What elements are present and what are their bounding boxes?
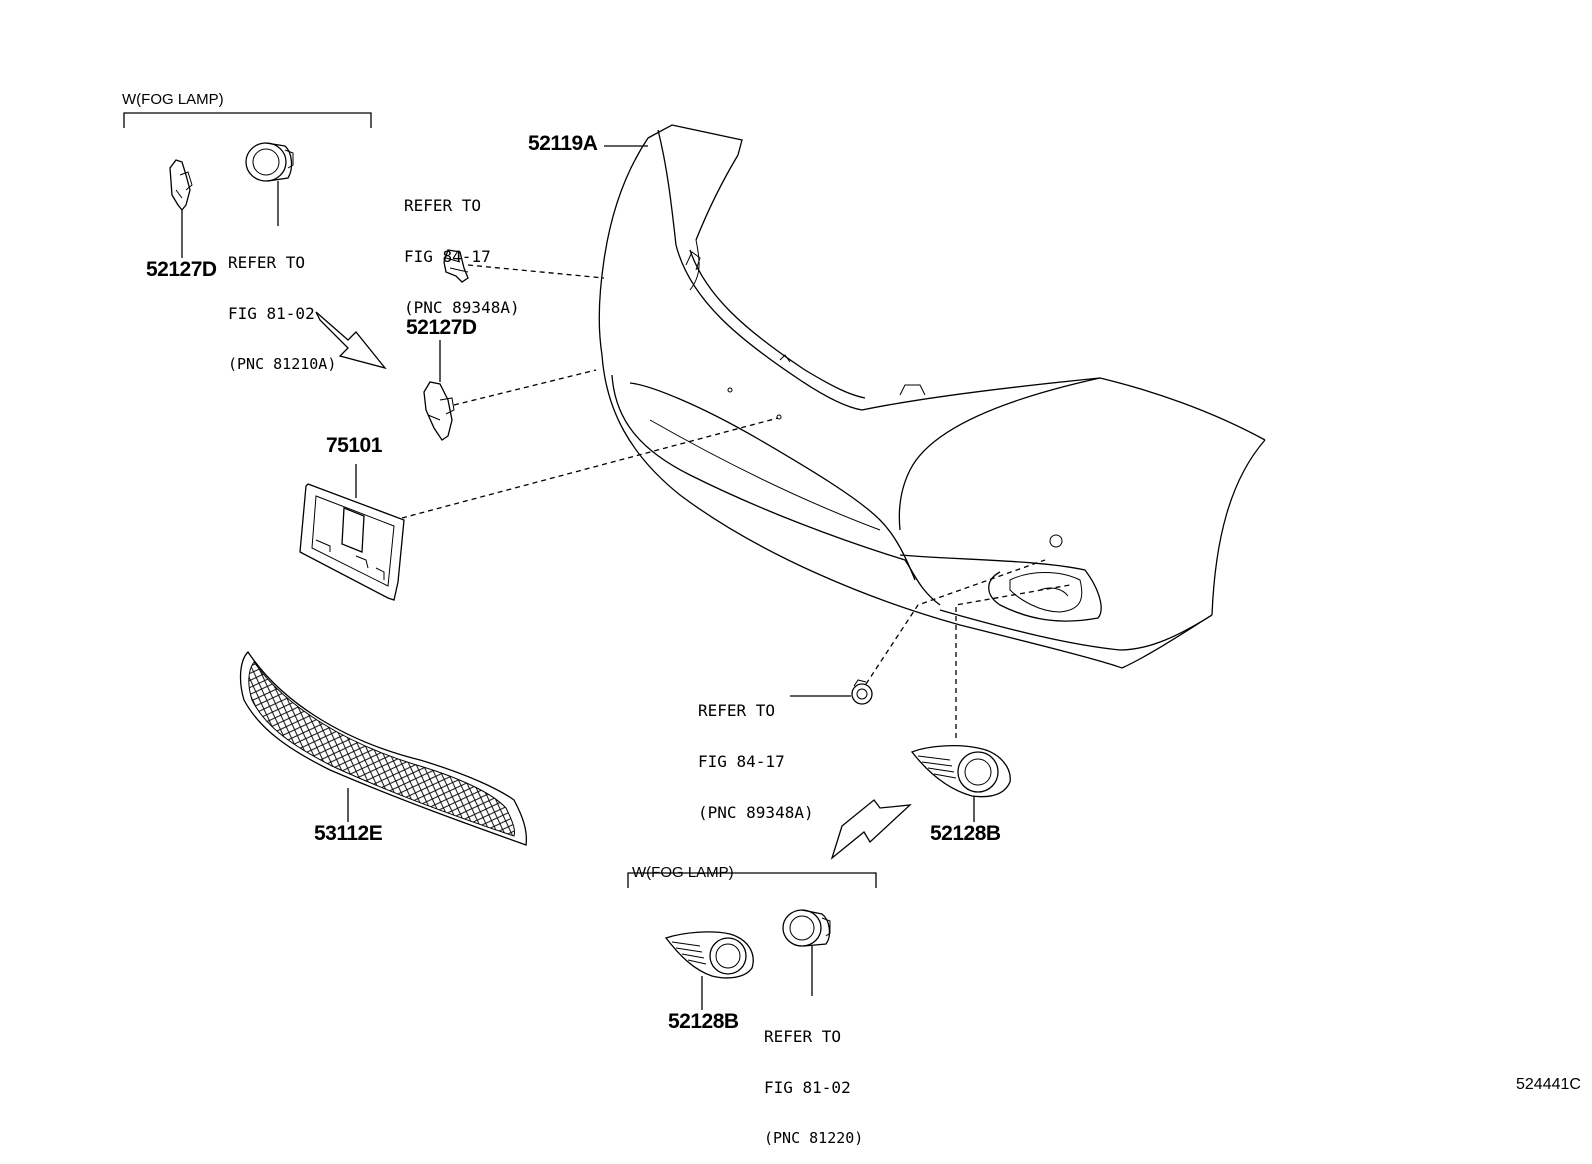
reference-line: REFER TO [764,1027,842,1046]
dash-fog-cover [955,584,1071,738]
parts-diagram: W(FOG LAMP) W(FOG LAMP) 52119A 52127D 52… [122,91,1581,1147]
diagram-drawing [123,112,1266,1010]
arrow-upper [315,311,387,370]
figure-number: 524441C [1516,1076,1581,1093]
retainer-center[interactable] [423,381,455,441]
bumper-cover[interactable] [598,124,1266,669]
reference-clip-top[interactable]: REFER TO FIG 84-17 (PNC 89348A) [404,163,520,333]
reference-line: REFER TO [228,253,306,272]
fog-lamp-top[interactable] [245,142,294,182]
reference-clip-bottom[interactable]: REFER TO FIG 84-17 (PNC 89348A) [698,668,814,838]
reference-line: FIG 84-17 [698,752,785,771]
fog-lamp-bottom[interactable] [782,909,831,947]
reference-line: FIG 81-02 [228,304,315,323]
dash-license-bracket [401,417,779,519]
dash-retainer-center [453,369,597,406]
license-bracket[interactable] [299,483,405,601]
part-number-grille[interactable]: 53112E [314,822,383,845]
reference-line: (PNC 89348A) [698,803,814,822]
reference-line: REFER TO [698,701,776,720]
reference-line: REFER TO [404,196,482,215]
group-bracket-top [123,112,372,128]
group-label-top: W(FOG LAMP) [122,91,224,108]
reference-line: (PNC 81210A) [228,355,337,373]
retainer-top[interactable] [169,159,193,212]
clip-bottom[interactable] [851,679,873,705]
part-number-retainer-top[interactable]: 52127D [146,258,217,281]
reference-line: (PNC 89348A) [404,298,520,317]
dash-clip-top [467,264,605,279]
clip-top[interactable] [443,249,469,283]
reference-line: (PNC 81220) [764,1129,864,1147]
part-number-fog-cover-option[interactable]: 52128B [668,1010,739,1033]
part-number-license-bracket[interactable]: 75101 [326,434,382,457]
group-label-bottom: W(FOG LAMP) [632,864,734,881]
reference-fog-lamp-top[interactable]: REFER TO FIG 81-02 (PNC 81210A) [228,220,336,390]
fog-cover-option[interactable] [664,931,754,979]
arrow-lower [830,799,912,860]
part-number-bumper-cover[interactable]: 52119A [528,132,598,155]
reference-line: FIG 81-02 [764,1078,851,1097]
dash-clip-bottom [865,559,1046,685]
fog-cover-main[interactable] [910,745,1011,798]
group-bracket-bottom [627,872,877,888]
lower-grille[interactable] [239,650,528,846]
reference-fog-lamp-bottom[interactable]: REFER TO FIG 81-02 (PNC 81220) [764,994,863,1164]
part-number-fog-cover-main[interactable]: 52128B [930,822,1001,845]
part-number-retainer-center[interactable]: 52127D [406,316,477,339]
reference-line: FIG 84-17 [404,247,491,266]
